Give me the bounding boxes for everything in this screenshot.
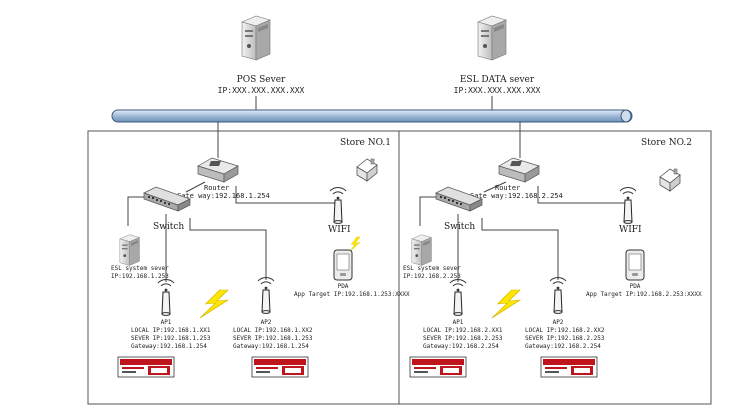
store-1-ap2-local-ip: LOCAL IP:192.168.1.XX2 (233, 327, 313, 334)
store-2-ap-signal-bolt (491, 289, 521, 319)
store-1-switch-esl-link (127, 196, 146, 226)
store-2-wifi-antenna-icon (619, 187, 637, 224)
store-2-ap2-gateway: Gateway:192.168.2.254 (525, 343, 601, 350)
store-2-esl-tag-2 (540, 356, 598, 378)
store-1: Store NO.1 Router Gate way:192.168.1.254… (87, 122, 410, 405)
store-1-esl-server-icon (119, 234, 140, 266)
store-1-router-switch-link (185, 181, 206, 193)
store-1-pda-icon (333, 249, 353, 281)
store-2-esl-server-name: ESL system sever (403, 265, 461, 272)
store-2: Store NO.2 Router Gate way:192.168.2.254… (398, 122, 712, 405)
store-1-title: Store NO.1 (340, 138, 391, 148)
store-1-router-icon (197, 157, 239, 183)
store-2-title: Store NO.2 (641, 138, 692, 148)
store-2-wifi-label: WIFI (619, 225, 642, 235)
store-1-wifi-label: WIFI (328, 225, 351, 235)
store-1-ap2-antenna-icon (257, 277, 275, 314)
store-1-pda-name: PDA (338, 283, 349, 290)
store-2-esl-server-icon (411, 234, 432, 266)
store-2-router-wifi-link (537, 186, 628, 204)
store-2-ap1-sever-ip: SEVER IP:192.168.2.253 (423, 335, 503, 342)
store-2-boundary (398, 130, 712, 405)
pos-server-icon (241, 15, 271, 61)
store-2-ap1-local-ip: LOCAL IP:192.168.2.XX1 (423, 327, 503, 334)
store-2-ap2-name: AP2 (553, 319, 564, 326)
store-2-ap1-gateway: Gateway:192.168.2.254 (423, 343, 499, 350)
store-1-esl-tag-1 (117, 356, 175, 378)
store-2-switch-esl-link (419, 196, 436, 226)
store-2-ap2-sever-ip: SEVER IP:192.168.2.253 (525, 335, 605, 342)
store-2-pda-target: App Target IP:192.168.2.253:XXXX (586, 291, 702, 298)
store-1-router-wifi-link (235, 186, 338, 204)
store-2-house-icon (659, 168, 681, 192)
store-1-ap-signal-bolt (199, 289, 229, 319)
store-1-house-icon (356, 158, 378, 182)
store-2-switch-icon (435, 186, 483, 212)
store-1-switch-icon (143, 186, 191, 212)
pos-server-ip: IP:XXX.XXX.XXX.XXX (218, 86, 305, 95)
store-1-router-gateway: Gate way:192.168.1.254 (177, 192, 270, 200)
store-1-esl-server-ip: IP:192.168.1.253 (111, 273, 169, 280)
store-2-router-gateway: Gate way:192.168.2.254 (470, 192, 563, 200)
store-1-ap2-gateway: Gateway:192.168.1.254 (233, 343, 309, 350)
store-1-ap1-antenna-icon (157, 279, 175, 316)
store-2-ap2-local-ip: LOCAL IP:192.168.2.XX2 (525, 327, 605, 334)
store-2-router-icon (498, 157, 540, 183)
store-2-pda-name: PDA (630, 283, 641, 290)
pos-server-name: POS Sever (237, 75, 286, 85)
store-2-router-label: Router (495, 184, 520, 192)
store-1-ap1-local-ip: LOCAL IP:192.168.1.XX1 (131, 327, 211, 334)
store-1-ap2-sever-ip: SEVER IP:192.168.1.253 (233, 335, 313, 342)
store-2-switch-ap2-link (481, 218, 559, 280)
store-2-router-switch-link (483, 181, 507, 193)
store-1-wifi-antenna-icon (329, 187, 347, 224)
store-1-ap1-sever-ip: SEVER IP:192.168.1.253 (131, 335, 211, 342)
store-2-switch-label: Switch (444, 222, 475, 232)
esl-data-server-ip: IP:XXX.XXX.XXX.XXX (454, 86, 541, 95)
store-2-ap1-name: AP1 (453, 319, 464, 326)
store-1-switch-label: Switch (153, 222, 184, 232)
store-2-ap2-antenna-icon (549, 277, 567, 314)
store-1-ap1-gateway: Gateway:192.168.1.254 (131, 343, 207, 350)
store-1-ap2-name: AP2 (261, 319, 272, 326)
esl-data-server-name: ESL DATA sever (460, 75, 535, 85)
store-1-router-label: Router (204, 184, 229, 192)
store-2-ap1-antenna-icon (449, 279, 467, 316)
store-1-pda-target: App Target IP:192.168.1.253:XXXX (294, 291, 410, 298)
store-1-esl-tag-2 (251, 356, 309, 378)
store-2-esl-tag-1 (409, 356, 467, 378)
store-2-esl-server-ip: IP:192.168.2.253 (403, 273, 461, 280)
store-2-pda-icon (625, 249, 645, 281)
network-backbone (111, 109, 633, 123)
store-1-ap1-name: AP1 (161, 319, 172, 326)
esl-data-server-icon (477, 15, 507, 61)
store-1-esl-server-name: ESL system sever (111, 265, 169, 272)
store-1-switch-ap2-link (189, 218, 267, 280)
